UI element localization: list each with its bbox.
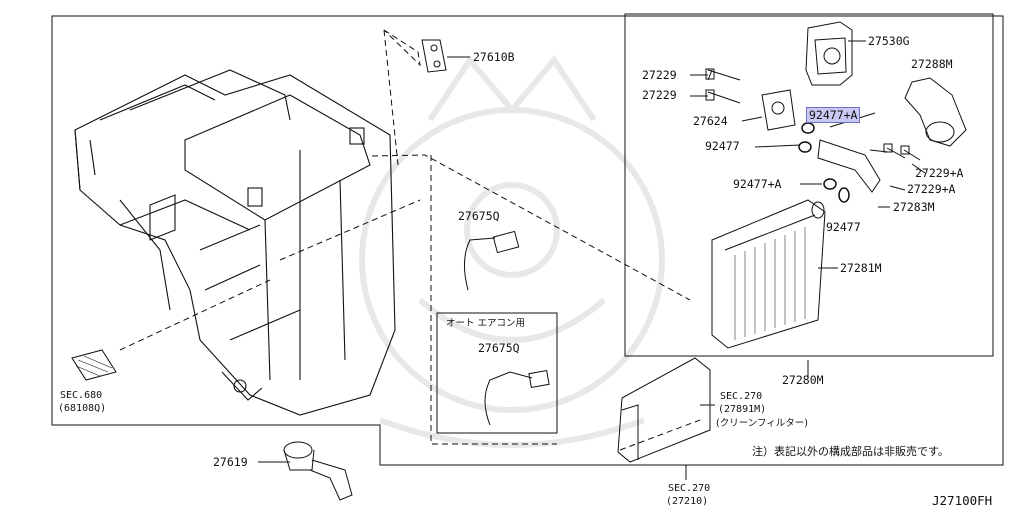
auto-ac-label: オート エアコン用 <box>446 318 526 329</box>
part-label-27229a-2: 27229+A <box>907 182 956 196</box>
hvac-housing <box>74 69 396 416</box>
sec680-sub: (68108Q) <box>58 403 107 414</box>
part-label-27229-1: 27229 <box>642 68 677 82</box>
part-label-27288m: 27288M <box>911 57 953 71</box>
watermark-emblem <box>359 55 665 448</box>
part-label-27280m: 27280M <box>782 373 824 387</box>
sec680-part <box>71 349 117 381</box>
sensor-27675q-upper <box>464 230 520 291</box>
cover-27530g <box>805 21 853 86</box>
part-label-92477-1: 92477 <box>705 139 740 153</box>
sec270-filter-jp: (クリーンフィルター) <box>716 418 808 429</box>
non-sale-note: 注）表記以外の構成部品は非販売です。 <box>752 445 949 458</box>
sec270-housing-sub: (27210) <box>666 496 709 507</box>
drain-27619 <box>283 441 353 501</box>
part-label-92477a-2: 92477+A <box>733 177 782 191</box>
bolts-27229 <box>705 68 741 104</box>
part-label-92477-2: 92477 <box>826 220 861 234</box>
outer-frame <box>51 15 1004 466</box>
dashed-guides <box>119 29 701 451</box>
part-label-27610b: 27610B <box>473 50 515 64</box>
part-label-27530g: 27530G <box>868 34 910 48</box>
diagram-code: J27100FH <box>932 493 993 508</box>
sec270-filter-sub: (27891M) <box>718 404 767 415</box>
sec680-title: SEC.680 <box>60 390 103 401</box>
part-label-92477a-highlighted[interactable]: 92477+A <box>806 107 861 123</box>
part-label-27229a-1: 27229+A <box>915 166 964 180</box>
part-label-27619: 27619 <box>213 455 248 469</box>
pipe-27283m <box>817 139 889 193</box>
o-rings-92477 <box>798 122 850 203</box>
part-label-27675q-2: 27675Q <box>478 341 520 355</box>
bracket-27610b <box>421 39 447 73</box>
leader-lines <box>258 40 926 480</box>
sec270-filter-title: SEC.270 <box>720 391 763 402</box>
auto-ac-frame <box>436 312 558 434</box>
evaporator-frame <box>624 13 994 357</box>
hose-27288m <box>904 77 967 147</box>
part-label-27283m: 27283M <box>893 200 935 214</box>
expansion-valve-27624 <box>761 89 796 131</box>
sec270-housing-title: SEC.270 <box>668 483 711 494</box>
part-label-27675q-1: 27675Q <box>458 209 500 223</box>
part-label-27229-2: 27229 <box>642 88 677 102</box>
evaporator-27281m <box>711 199 826 349</box>
part-label-27281m: 27281M <box>840 261 882 275</box>
cabin-filter <box>617 357 711 463</box>
sensor-27675q-auto <box>484 369 550 426</box>
bolts-27229a <box>883 143 921 161</box>
part-label-27624: 27624 <box>693 114 728 128</box>
